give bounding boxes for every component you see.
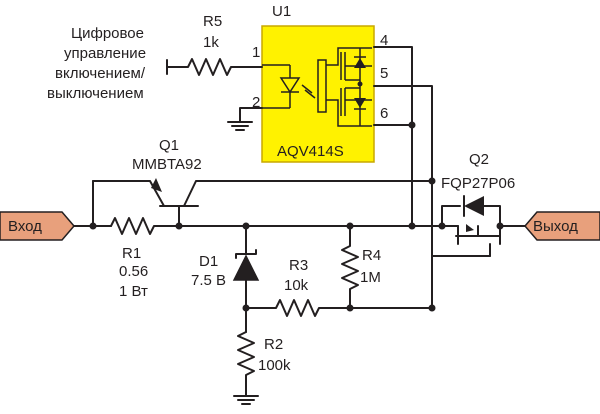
q2-designator: Q2 xyxy=(469,151,489,168)
r4-designator: R4 xyxy=(362,247,381,264)
r5-designator: R5 xyxy=(203,13,222,30)
control-label-line3: включением/ xyxy=(55,65,146,82)
input-port xyxy=(0,211,75,241)
q2-part-label: FQP27P06 xyxy=(441,175,515,192)
r1-value: 0.56 xyxy=(119,263,148,280)
u1-pin-5: 5 xyxy=(380,65,388,82)
q1-designator: Q1 xyxy=(159,137,179,154)
d1-designator: D1 xyxy=(199,253,218,270)
r3-resistor xyxy=(245,299,433,317)
r1-designator: R1 xyxy=(122,245,141,262)
control-label-line1: Цифровое xyxy=(71,25,144,42)
r5-resistor xyxy=(166,58,263,76)
u1-pin-4: 4 xyxy=(380,32,388,49)
ground-icon-u1 xyxy=(227,121,253,131)
u1-internal-photovoltaic xyxy=(317,59,327,113)
output-port xyxy=(524,211,600,241)
control-label-line4: выключением xyxy=(47,85,144,102)
output-port-label: Выход xyxy=(533,218,578,235)
d1-zener-diode xyxy=(232,225,260,333)
r3-designator: R3 xyxy=(289,257,308,274)
control-label-line2: управление xyxy=(64,45,146,62)
r2-resistor xyxy=(237,331,255,397)
q1-transistor xyxy=(92,178,433,227)
u1-pin-1: 1 xyxy=(252,44,260,61)
u1-internal-mosfets xyxy=(326,47,372,127)
u1-pin-6: 6 xyxy=(380,105,388,122)
input-port-label: Вход xyxy=(8,218,42,235)
r5-value: 1k xyxy=(203,34,219,51)
r2-designator: R2 xyxy=(264,336,283,353)
d1-value: 7.5 В xyxy=(191,272,226,289)
q2-mosfet xyxy=(431,180,526,309)
r4-resistor xyxy=(341,225,359,309)
q1-part-label: MMBTA92 xyxy=(132,156,202,173)
r3-value: 10k xyxy=(284,277,309,294)
pin4-wire xyxy=(373,46,413,227)
u1-designator: U1 xyxy=(272,3,291,20)
ground-icon-r2 xyxy=(233,395,259,405)
r2-value: 100k xyxy=(258,357,291,374)
pin2-ground-wire xyxy=(239,107,263,123)
r1-power: 1 Вт xyxy=(119,283,148,300)
r1-resistor xyxy=(110,217,180,235)
u1-part-label: AQV414S xyxy=(277,143,344,160)
r4-value: 1M xyxy=(360,269,381,286)
u1-internal-led xyxy=(262,64,316,109)
u1-pin-2: 2 xyxy=(252,94,260,111)
